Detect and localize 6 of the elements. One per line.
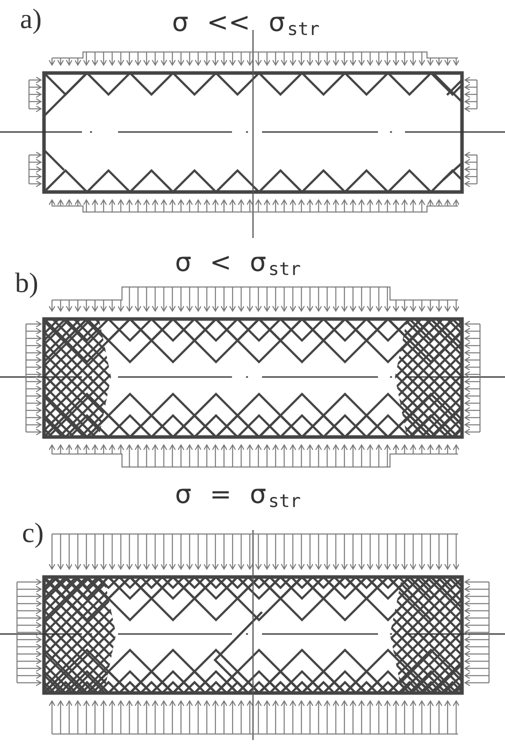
stress-condition: σ = σ$_{str}$ <box>175 482 301 511</box>
stress-condition: σ < σ$_{str}$ <box>175 250 301 279</box>
panel-letter: a) <box>20 6 42 34</box>
panel-letter: c) <box>22 520 44 548</box>
panel-letter: b) <box>15 270 38 298</box>
stress-condition: σ << σ$_{str}$ <box>172 10 320 39</box>
